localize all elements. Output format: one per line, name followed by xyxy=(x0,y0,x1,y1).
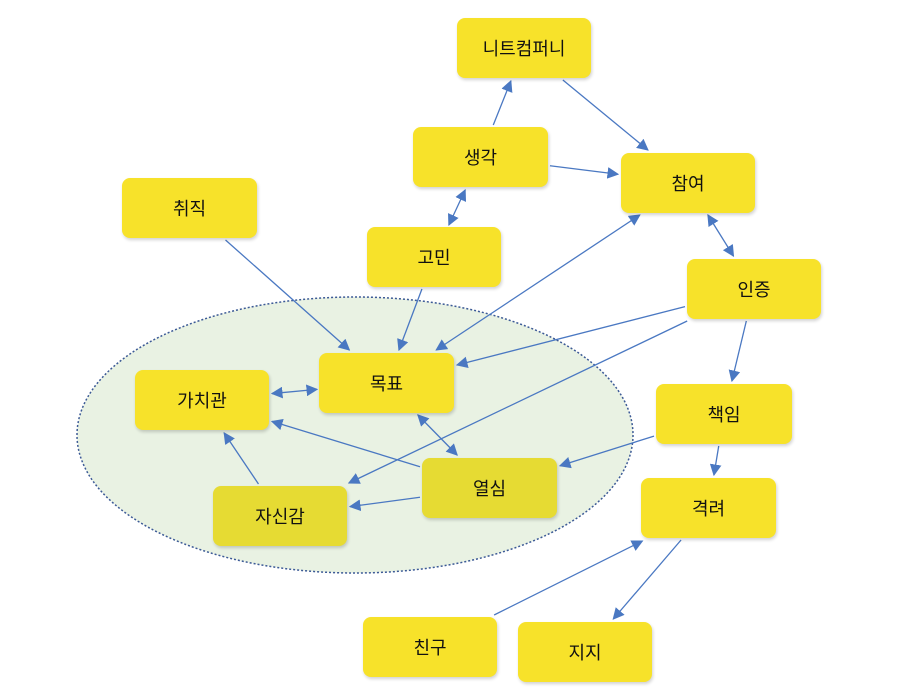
node-responsibility[interactable]: 책임 xyxy=(656,384,792,444)
node-label: 생각 xyxy=(463,148,498,169)
edge-think-nitcompany xyxy=(492,79,513,126)
edge-encourage-support xyxy=(612,539,682,620)
edge-think-participate xyxy=(549,165,620,179)
edge-cert-confidence xyxy=(347,320,688,484)
node-goal[interactable]: 목표 xyxy=(319,353,454,413)
edge-passion-values xyxy=(270,418,421,468)
node-label: 지지 xyxy=(568,643,602,664)
edge-job-goal xyxy=(225,239,351,351)
node-label: 니트컴퍼니 xyxy=(482,39,566,60)
edge-participate-goal xyxy=(435,214,641,351)
edge-cert-resp xyxy=(728,320,747,383)
node-nitcompany[interactable]: 니트컴퍼니 xyxy=(457,18,591,78)
node-think[interactable]: 생각 xyxy=(413,127,548,187)
edge-goal-passion xyxy=(417,414,458,456)
node-label: 인증 xyxy=(737,280,771,301)
node-worry[interactable]: 고민 xyxy=(367,227,501,287)
edge-nitcompany-participate xyxy=(562,79,649,151)
edge-resp-passion xyxy=(558,435,655,469)
edge-friend-encourage xyxy=(493,540,644,616)
node-passion[interactable]: 열심 xyxy=(422,458,557,518)
edge-participate-cert xyxy=(707,214,735,257)
node-label: 참여 xyxy=(671,174,705,195)
node-label: 취직 xyxy=(172,199,207,220)
edge-resp-encourage xyxy=(709,445,722,477)
node-cert[interactable]: 인증 xyxy=(687,259,821,319)
edge-goal-values xyxy=(270,384,319,399)
edge-worry-think xyxy=(448,188,467,227)
node-label: 열심 xyxy=(472,479,507,500)
node-label: 고민 xyxy=(417,248,451,269)
core-group-ellipse xyxy=(76,296,634,574)
edge-worry-goal xyxy=(397,288,423,352)
node-confidence[interactable]: 자신감 xyxy=(213,486,347,546)
node-values[interactable]: 가치관 xyxy=(135,370,269,430)
node-label: 친구 xyxy=(413,638,447,659)
node-label: 가치관 xyxy=(177,391,227,412)
edge-passion-confidence xyxy=(348,496,421,512)
edge-confidence-values xyxy=(223,432,260,485)
node-encourage[interactable]: 격려 xyxy=(641,478,776,538)
node-label: 책임 xyxy=(707,405,741,426)
node-label: 자신감 xyxy=(255,507,305,528)
node-support[interactable]: 지지 xyxy=(518,622,652,682)
node-participate[interactable]: 참여 xyxy=(621,153,755,213)
node-label: 격려 xyxy=(691,499,726,520)
node-friend[interactable]: 친구 xyxy=(363,617,497,677)
edge-cert-goal xyxy=(455,306,686,369)
node-label: 목표 xyxy=(369,374,404,395)
node-job[interactable]: 취직 xyxy=(122,178,257,238)
